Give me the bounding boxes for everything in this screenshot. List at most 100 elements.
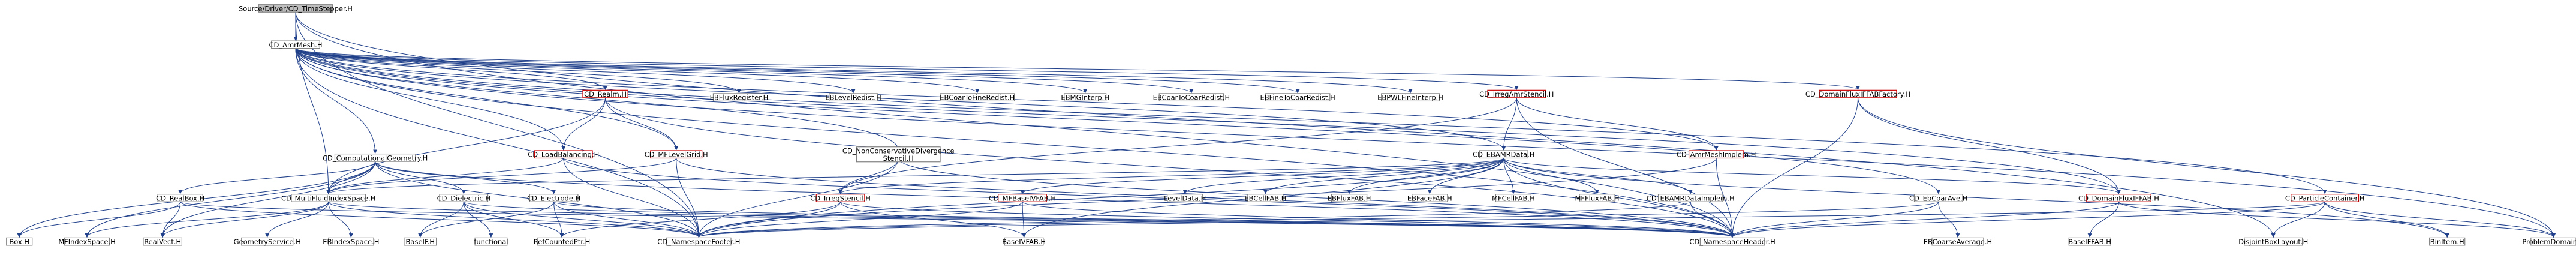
edge-diel-to-nsheader: [463, 201, 1735, 238]
edge-lb-to-nsfooter: [563, 158, 701, 238]
node-label: CD_NamespaceHeader.H: [1689, 238, 1775, 246]
node-label: LevelData.H: [1164, 194, 1206, 202]
node-box: [1247, 194, 1284, 202]
node-leveldata: LevelData.H: [1164, 194, 1206, 202]
node-functional: functional: [474, 237, 508, 246]
node-mflevel[interactable]: CD_MFLevelGrid.H: [645, 150, 708, 159]
node-box: [143, 237, 183, 246]
node-disjoint: DisjointBoxLayout.H: [2238, 237, 2308, 246]
edge-mflevel-to-mfis: [326, 158, 677, 194]
node-box: [474, 237, 508, 246]
node-box: Box.H: [6, 237, 33, 246]
node-baseivfab: BaseIVFAB.H: [1002, 237, 1046, 246]
edge-root-to-disjoint: [295, 12, 2276, 238]
node-amrimpl[interactable]: CD_AmrMeshImplem.H: [1677, 150, 1756, 159]
node-amr[interactable]: CD_AmrMesh.H: [269, 40, 322, 49]
node-irregamr[interactable]: CD_IrregAmrStencil.H: [1479, 89, 1554, 98]
edge-dfifabh-to-nsheader: [1730, 201, 2119, 238]
node-box: [582, 89, 628, 98]
edge-realm-to-mfis: [326, 97, 606, 194]
node-realbox[interactable]: CD_RealBox.H: [156, 194, 204, 202]
node-diel[interactable]: CD_Dielectric.H: [437, 194, 490, 202]
node-label: CD_ParticleContainer.H: [2285, 194, 2365, 202]
node-label: CD_ComputationalGeometry.H: [323, 154, 428, 162]
node-refcounted: RefCountedPtr.H: [534, 237, 590, 246]
node-eblevel: EBLevelRedist.H: [825, 93, 881, 102]
edge-noncons-to-nsheader: [898, 158, 1735, 238]
edge-lb-to-nsheader: [563, 158, 1735, 238]
node-label: MFIndexSpace.H: [58, 238, 116, 246]
node-ebcoartofine: EBCoarToFineRedist.H: [940, 93, 1015, 102]
edge-amr-to-ebcoartofine: [295, 48, 980, 94]
node-nsheader[interactable]: CD_NamespaceHeader.H: [1689, 237, 1775, 246]
node-box: [815, 194, 865, 202]
node-box: [1931, 237, 1984, 246]
node-irregst[interactable]: CD_IrregStencil.H: [810, 194, 871, 202]
node-box: [64, 237, 110, 246]
node-cg[interactable]: CD_ComputationalGeometry.H: [323, 153, 428, 162]
node-label: CD_MultiFluidIndexSpace.H: [281, 194, 375, 202]
node-label: CD_DomainFluxIFFAB.H: [2078, 194, 2159, 202]
node-box: [1265, 93, 1331, 102]
node-box: [291, 194, 366, 202]
edge-diel-to-nsfooter: [463, 202, 701, 238]
node-box: [1331, 194, 1368, 202]
node-label: EBFaceFAB.H: [1407, 194, 1452, 202]
node-label: BaseIVFAB.H: [1002, 238, 1046, 246]
node-label: CD_Realm.H: [584, 90, 627, 98]
edge-amr-to-ebcoarave: [295, 48, 1941, 194]
node-mfbase[interactable]: CD_MFBaseIVFAB.H: [989, 194, 1056, 202]
edge-ebamr-to-ebcellfab: [1263, 158, 1504, 194]
node-label: EBCellFAB.H: [1244, 194, 1286, 202]
node-dfifab[interactable]: CD_DomainFluxIFFABFactory.H: [1805, 89, 1910, 98]
node-box: [1699, 237, 1765, 246]
node-label: CD_Dielectric.H: [437, 194, 490, 202]
edge-diel-to-functional: [463, 202, 493, 238]
node-root[interactable]: Source/Driver/CD_TimeStepper.H: [239, 4, 353, 13]
node-box: [404, 237, 437, 246]
edge-cg-to-mfindexspace: [85, 161, 376, 238]
node-label: Stencil.H: [883, 154, 914, 163]
node-lb[interactable]: CD_LoadBalancing.H: [528, 150, 599, 159]
node-box: [1167, 194, 1203, 202]
node-ebfinetocoar: EBFineToCoarRedist.H: [1260, 93, 1335, 102]
node-box: [1158, 93, 1224, 102]
edge-dfifabh-to-probdomain: [2118, 201, 2556, 238]
node-label: CD_EBAMRData.H: [1473, 151, 1534, 159]
node-mfis[interactable]: CD_MultiFluidIndexSpace.H: [281, 194, 375, 202]
node-realm[interactable]: CD_Realm.H: [582, 89, 628, 98]
node-box: [1579, 194, 1615, 202]
node-box: [2291, 194, 2360, 202]
node-box: [6, 237, 33, 246]
edge-cg-to-nsheader: [375, 161, 1735, 238]
edge-root-to-mfis: [295, 12, 331, 194]
node-ebcoartocoar: EBCoarToCoarRedist.H: [1153, 93, 1230, 102]
node-label: EBFluxFAB.H: [1328, 194, 1371, 202]
node-nsfooter[interactable]: CD_NamespaceFooter.H: [657, 237, 740, 246]
edge-mfis-to-realvect: [160, 202, 329, 238]
edge-elec-to-baseif: [418, 202, 555, 238]
node-box: [157, 194, 203, 202]
edge-amr-to-dfifab: [295, 48, 1860, 91]
node-ebcoarave[interactable]: CD_EbCoarAve.H: [1909, 194, 1967, 202]
node-probdomain: ProblemDomain.H: [2522, 237, 2576, 246]
edge-mfbase-to-nsfooter: [696, 201, 1023, 238]
edge-amr-to-eblevel: [295, 48, 856, 94]
node-label: DisjointBoxLayout.H: [2238, 238, 2308, 246]
edge-mfis-to-geomservice: [265, 202, 329, 238]
node-box: [1412, 194, 1448, 202]
node-pc[interactable]: CD_ParticleContainer.H: [2285, 194, 2365, 202]
node-label: EBFineToCoarRedist.H: [1260, 94, 1335, 102]
edge-cg-to-diel: [375, 161, 466, 194]
node-dfifabh[interactable]: CD_DomainFluxIFFAB.H: [2078, 194, 2159, 202]
node-ebamrimpl[interactable]: CD_EBAMRDataImplem.H: [1647, 194, 1735, 202]
node-elec[interactable]: CD_Electrode.H: [527, 194, 580, 202]
node-box: [439, 194, 489, 202]
edge-dfifab-to-probdomain: [1857, 97, 2556, 238]
node-box: [1688, 150, 1744, 159]
node-box: [2429, 237, 2466, 246]
node-ebamr[interactable]: CD_EBAMRData.H: [1473, 150, 1534, 159]
edge-amr-to-ebfinetocoar: [295, 48, 1300, 94]
